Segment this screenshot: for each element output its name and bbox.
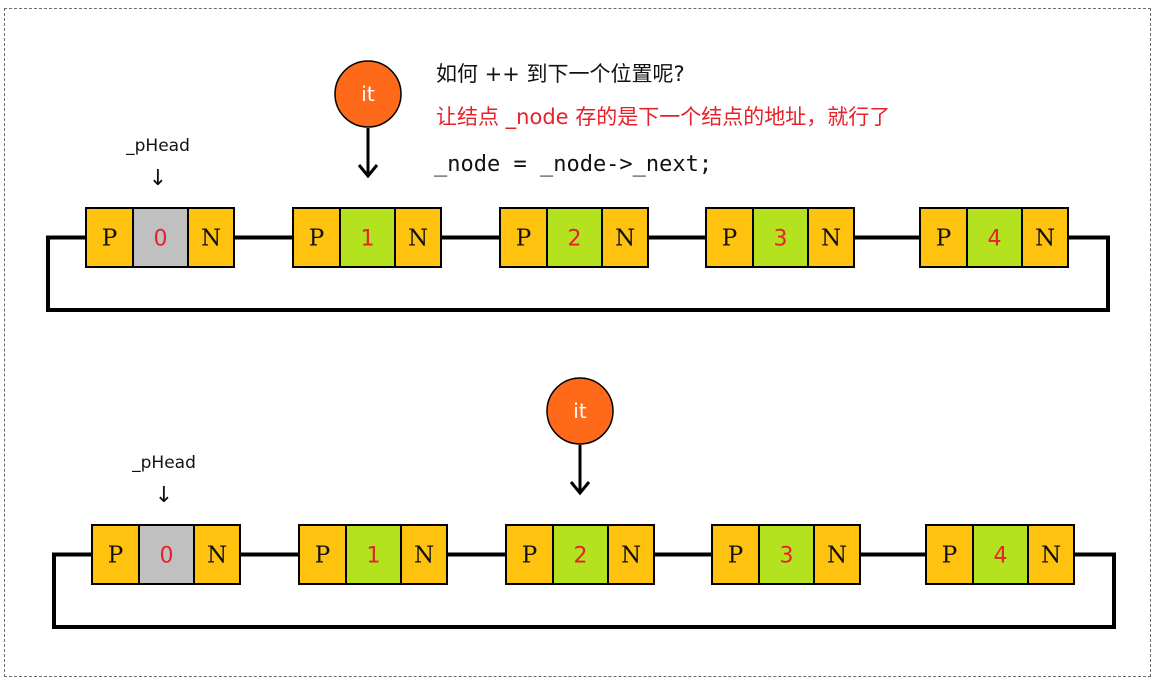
next-pointer-label: N bbox=[408, 226, 428, 252]
iterator-label: it bbox=[573, 399, 587, 423]
iterator-arrow-head bbox=[357, 164, 379, 179]
prev-cell bbox=[499, 207, 548, 268]
list-node: P 1 N bbox=[298, 524, 448, 585]
next-cell bbox=[807, 207, 855, 268]
question-text: 如何 ++ 到下一个位置呢? bbox=[436, 62, 685, 86]
next-cell bbox=[607, 524, 655, 585]
code-text: _node = _node->_next; bbox=[434, 152, 712, 177]
list-node: P 3 N bbox=[711, 524, 861, 585]
next-pointer-label: N bbox=[201, 226, 221, 252]
next-cell bbox=[1027, 524, 1075, 585]
value-cell bbox=[132, 207, 189, 268]
next-pointer-label: N bbox=[821, 226, 841, 252]
next-pointer-label: N bbox=[414, 543, 434, 569]
node-value: 2 bbox=[574, 544, 588, 569]
circular-loop-line bbox=[46, 235, 1110, 312]
prev-pointer-label: P bbox=[936, 226, 951, 252]
list-node: P 4 N bbox=[919, 207, 1069, 268]
prev-pointer-label: P bbox=[315, 543, 330, 569]
node-value: 3 bbox=[774, 227, 788, 252]
phead-label: _pHead bbox=[125, 136, 190, 156]
value-cell bbox=[546, 207, 603, 268]
value-cell bbox=[752, 207, 809, 268]
linked-list-1: P 0 N P 1 N P 2 N P 3 N P 4 N _pHead ↓ it bbox=[46, 60, 1110, 312]
iterator-circle bbox=[334, 60, 402, 128]
node-value: 0 bbox=[160, 544, 174, 569]
head-node: P 0 N bbox=[85, 207, 235, 268]
node-value: 4 bbox=[988, 227, 1002, 252]
phead-label: _pHead bbox=[131, 453, 196, 473]
next-pointer-label: N bbox=[615, 226, 635, 252]
prev-pointer-label: P bbox=[728, 543, 743, 569]
node-value: 1 bbox=[367, 544, 381, 569]
node-value: 1 bbox=[361, 227, 375, 252]
node-value: 0 bbox=[154, 227, 168, 252]
prev-cell bbox=[705, 207, 754, 268]
prev-pointer-label: P bbox=[309, 226, 324, 252]
circular-loop-line bbox=[52, 552, 1116, 629]
value-cell bbox=[972, 524, 1029, 585]
iterator-marker: it bbox=[334, 60, 402, 179]
prev-cell bbox=[298, 524, 347, 585]
value-cell bbox=[966, 207, 1023, 268]
next-pointer-label: N bbox=[1035, 226, 1055, 252]
iterator-arrow-head bbox=[569, 481, 591, 496]
prev-cell bbox=[925, 524, 974, 585]
list-node: P 3 N bbox=[705, 207, 855, 268]
iterator-label: it bbox=[361, 82, 375, 106]
prev-pointer-label: P bbox=[522, 543, 537, 569]
list-node: P 2 N bbox=[505, 524, 655, 585]
diagram-frame bbox=[4, 8, 1151, 677]
value-cell bbox=[758, 524, 815, 585]
prev-cell bbox=[919, 207, 968, 268]
next-cell bbox=[394, 207, 442, 268]
prev-pointer-label: P bbox=[108, 543, 123, 569]
linked-list-2: P 0 N P 1 N P 2 N P 3 N P 4 N _pHead ↓ it bbox=[52, 377, 1116, 629]
next-cell bbox=[813, 524, 861, 585]
prev-pointer-label: P bbox=[102, 226, 117, 252]
prev-cell bbox=[91, 524, 140, 585]
value-cell bbox=[345, 524, 402, 585]
value-cell bbox=[138, 524, 195, 585]
node-value: 4 bbox=[994, 544, 1008, 569]
next-pointer-label: N bbox=[621, 543, 641, 569]
node-value: 2 bbox=[568, 227, 582, 252]
next-cell bbox=[187, 207, 235, 268]
value-cell bbox=[339, 207, 396, 268]
iterator-marker: it bbox=[546, 377, 614, 496]
prev-pointer-label: P bbox=[942, 543, 957, 569]
list-node: P 2 N bbox=[499, 207, 649, 268]
head-node: P 0 N bbox=[91, 524, 241, 585]
prev-pointer-label: P bbox=[516, 226, 531, 252]
next-cell bbox=[601, 207, 649, 268]
iterator-circle bbox=[546, 377, 614, 445]
phead-arrow: ↓ bbox=[155, 483, 173, 508]
list-node: P 1 N bbox=[292, 207, 442, 268]
next-cell bbox=[193, 524, 241, 585]
list-node: P 4 N bbox=[925, 524, 1075, 585]
value-cell bbox=[552, 524, 609, 585]
next-cell bbox=[1021, 207, 1069, 268]
next-pointer-label: N bbox=[1041, 543, 1061, 569]
next-pointer-label: N bbox=[827, 543, 847, 569]
next-pointer-label: N bbox=[207, 543, 227, 569]
prev-pointer-label: P bbox=[722, 226, 737, 252]
prev-cell bbox=[711, 524, 760, 585]
phead-arrow: ↓ bbox=[149, 166, 167, 191]
next-cell bbox=[400, 524, 448, 585]
node-value: 3 bbox=[780, 544, 794, 569]
answer-text: 让结点 _node 存的是下一个结点的地址，就行了 bbox=[436, 105, 890, 130]
